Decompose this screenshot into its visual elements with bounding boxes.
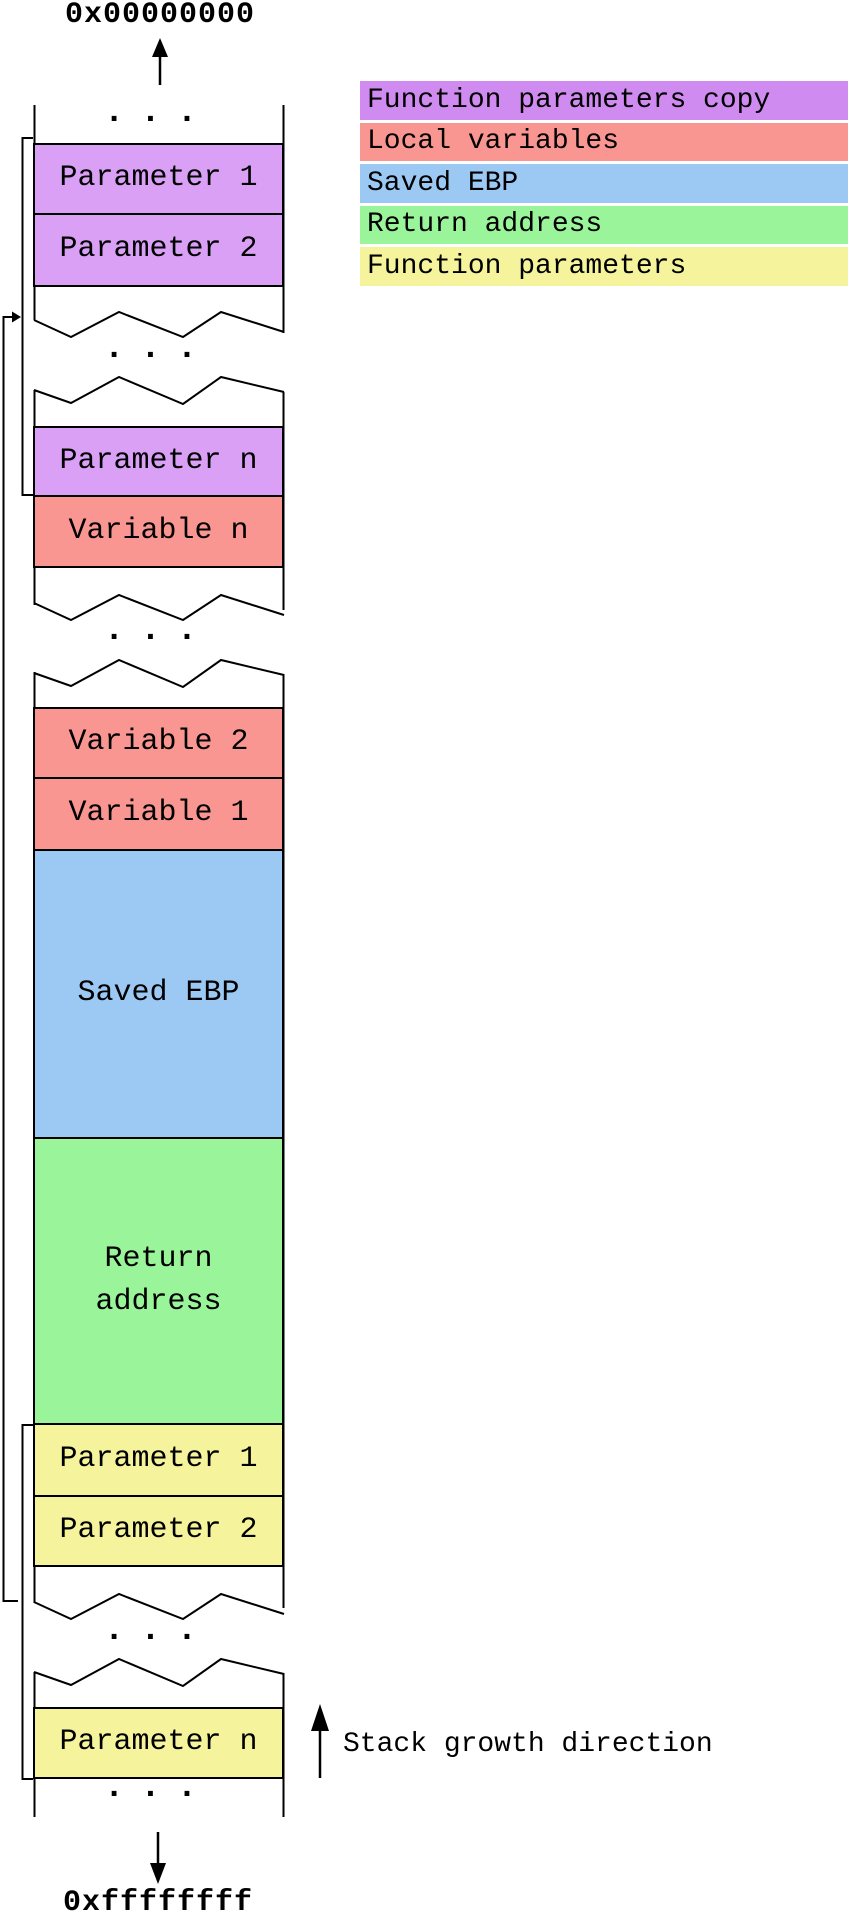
- tear-break-3: [33, 1592, 285, 1688]
- arrow-up-low-address-icon: [152, 38, 168, 85]
- bottom-address-label: 0xffffffff: [62, 1886, 254, 1920]
- legend-item-local-variables: Local variables: [360, 122, 848, 161]
- stack-growth-arrow-icon: [311, 1704, 329, 1778]
- cell-parameter-2: Parameter 2: [33, 1495, 284, 1567]
- ellipsis-tear-1: ...: [103, 330, 214, 368]
- ellipsis-tear-3: ...: [103, 1612, 214, 1650]
- stack-growth-label: Stack growth direction: [343, 1729, 713, 1760]
- stack-column: ... ... ... ... ... Parameter 1 Paramete…: [33, 96, 285, 1817]
- cell-parameter-copy-2: Parameter 2: [33, 213, 284, 287]
- cell-variable-n: Variable n: [33, 495, 284, 568]
- top-address-label: 0x00000000: [64, 0, 256, 32]
- legend-item-return-address: Return address: [360, 205, 848, 244]
- ellipsis-top: ...: [103, 94, 214, 132]
- cell-parameter-n: Parameter n: [33, 1707, 284, 1779]
- legend-item-function-parameters-copy: Function parameters copy: [360, 81, 848, 120]
- legend-item-function-parameters: Function parameters: [360, 247, 848, 286]
- legend: Function parameters copy Local variables…: [360, 81, 848, 286]
- cell-parameter-copy-1: Parameter 1: [33, 143, 284, 215]
- cell-parameter-copy-n: Parameter n: [33, 426, 284, 497]
- tear-break-1: [33, 310, 285, 406]
- cell-parameter-1: Parameter 1: [33, 1423, 284, 1497]
- ellipsis-tear-2: ...: [103, 612, 214, 650]
- tear-break-2: [33, 593, 285, 689]
- cell-variable-2: Variable 2: [33, 707, 284, 779]
- cell-variable-1: Variable 1: [33, 777, 284, 851]
- bracket-parameters-copy: [21, 137, 33, 496]
- copy-connector-arrow: [2, 311, 21, 1602]
- cell-return-address: Return address: [33, 1137, 284, 1425]
- bracket-function-parameters: [21, 1424, 33, 1780]
- arrow-down-high-address-icon: [150, 1832, 166, 1884]
- cell-saved-ebp: Saved EBP: [33, 849, 284, 1139]
- legend-item-saved-ebp: Saved EBP: [360, 164, 848, 203]
